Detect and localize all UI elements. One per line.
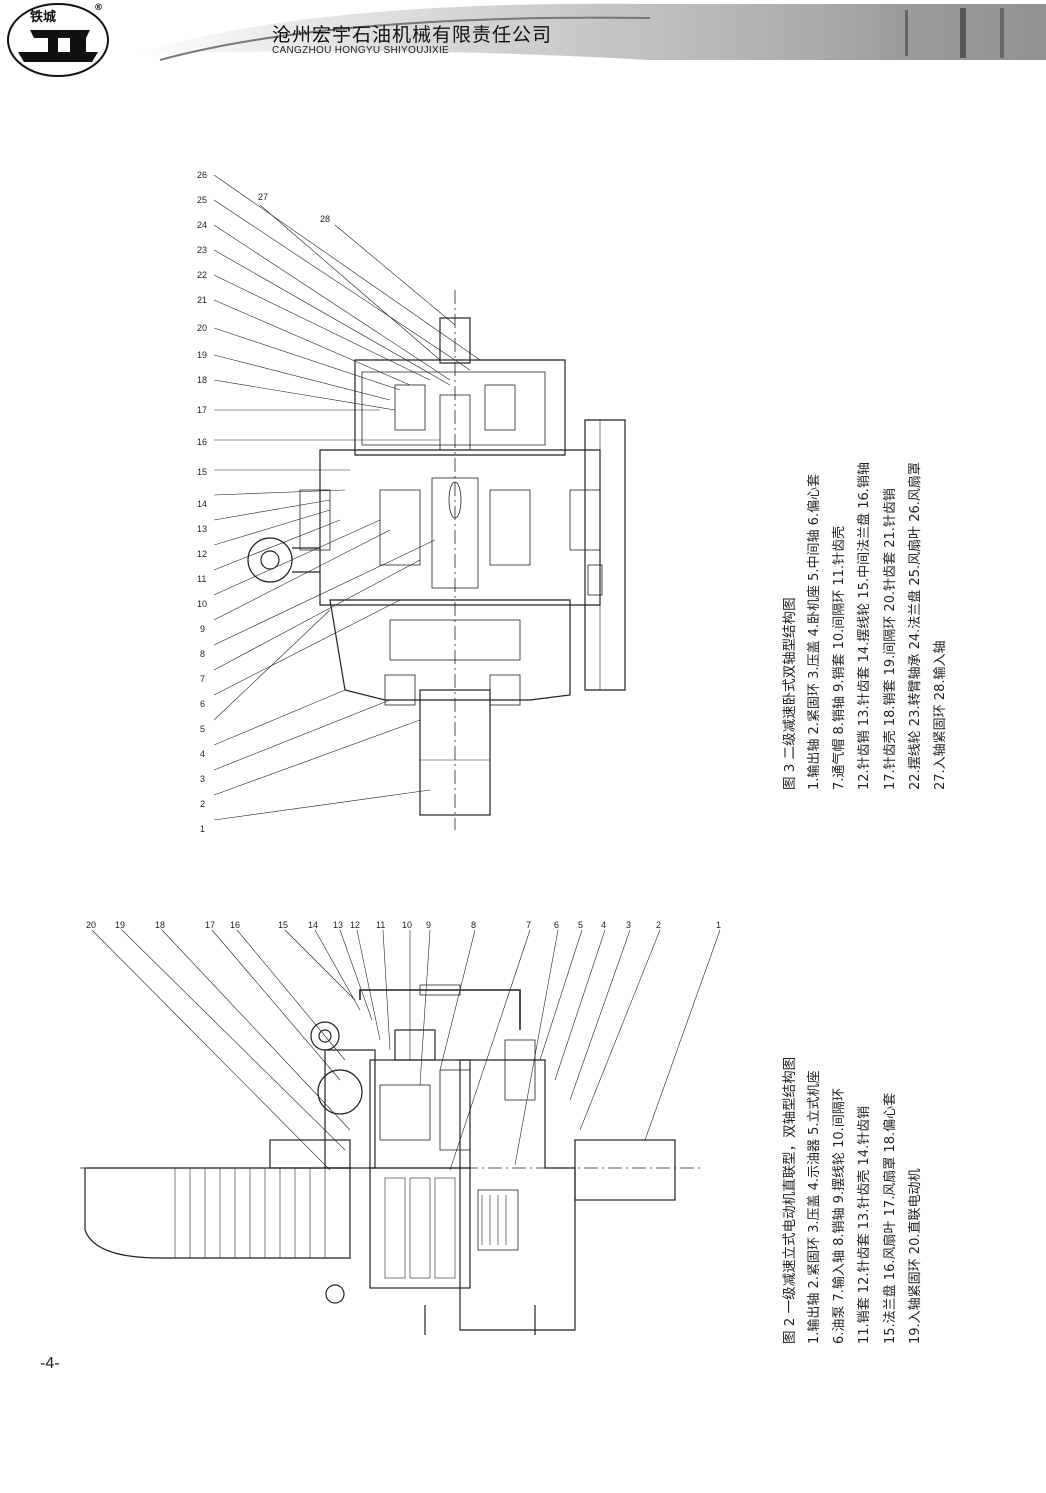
figure3-legend-line: 22.摆线轮 23.转臂轴承 24.法兰盘 25.风扇叶 26.风扇罩 <box>908 462 923 790</box>
figure2-legend-line: 11.销套 12.针齿套 13.针齿壳 14.针齿销 <box>857 1105 872 1344</box>
fig2-callout: 16 <box>230 920 240 930</box>
figure2-legend-line: 1.输出轴 2.紧固环 3.压盖 4.示油器 5.立式机座 <box>807 1070 822 1344</box>
fig3-callout: 19 <box>197 350 207 360</box>
logo-text: 铁城® <box>30 2 104 25</box>
fig2-callout: 15 <box>278 920 288 930</box>
fig2-callout: 12 <box>350 920 360 930</box>
fig3-callout: 22 <box>197 270 207 280</box>
fig3-callout: 8 <box>200 649 205 659</box>
fig3-callout: 7 <box>200 674 205 684</box>
fig2-callout: 13 <box>333 920 343 930</box>
fig2-callout: 20 <box>86 920 96 930</box>
figure3-title: 图 3 二级减速卧式双轴型结构图 <box>782 597 798 790</box>
fig3-callout: 16 <box>197 437 207 447</box>
figure2-legend-line: 15.法兰盘 16.风扇叶 17.风扇罩 18.偏心套 <box>883 1092 898 1344</box>
company-name-en: CANGZHOU HONGYU SHIYOUJIXIE <box>272 45 450 56</box>
fig2-callout: 10 <box>402 920 412 930</box>
fig3-callout: 5 <box>200 724 205 734</box>
fig2-callout: 18 <box>155 920 165 930</box>
registered-mark: ® <box>94 2 104 13</box>
figure3-legend-line: 7.通气帽 8.销轴 9.销套 10.间隔环 11.针齿壳 <box>832 525 847 790</box>
fig3-callout: 24 <box>197 220 207 230</box>
fig3-callout: 26 <box>197 170 207 180</box>
fig2-callout: 19 <box>115 920 125 930</box>
fig3-callout: 18 <box>197 375 207 385</box>
fig3-callout: 9 <box>200 624 205 634</box>
fig2-callout: 2 <box>656 920 661 930</box>
figure2-callouts: 1 2 3 4 5 6 7 8 9 10 11 12 13 14 15 16 1… <box>86 920 721 930</box>
page-header: 铁城® 沧州宏宇石油机械有限责任公司 CANGZHOU HONGYU SHIYO… <box>0 0 1046 80</box>
fig3-callout: 13 <box>197 524 207 534</box>
fig3-callout: 27 <box>258 192 268 202</box>
fig2-callout: 11 <box>376 920 385 930</box>
fig3-callout: 20 <box>197 323 207 333</box>
page-number: -4- <box>40 1355 60 1372</box>
figure2-legend-line: 19.入轴紧固环 20.直联电动机 <box>908 1168 923 1344</box>
fig2-callout: 4 <box>601 920 606 930</box>
fig3-callout: 3 <box>200 774 205 784</box>
fig2-callout: 6 <box>554 920 559 930</box>
company-logo <box>7 3 109 77</box>
fig3-callout: 25 <box>197 195 207 205</box>
company-name-cn: 沧州宏宇石油机械有限责任公司 <box>272 24 553 46</box>
fig3-callout: 15 <box>197 467 207 477</box>
fig3-callout: 10 <box>197 599 207 609</box>
fig3-callout: 21 <box>197 295 207 305</box>
figure2-legend-line: 6.油泵 7.输入轴 8.销轴 9.摆线轮 10.间隔环 <box>832 1088 847 1344</box>
figure3-legend-line: 17.针齿壳 18.销套 19.间隔环 20.针齿套 21.针齿销 <box>883 488 898 790</box>
fig3-callout: 12 <box>197 549 207 559</box>
figure3-legend-line: 1.输出轴 2.紧固环 3.压盖 4.卧机座 5.中间轴 6.偏心套 <box>807 473 822 790</box>
fig3-callout: 23 <box>197 245 207 255</box>
fig2-callout: 14 <box>308 920 318 930</box>
figure3-legend-line: 27.入轴紧固环 28.输入轴 <box>933 640 948 790</box>
fig3-callout: 6 <box>200 699 205 709</box>
fig3-callout: 28 <box>320 214 330 224</box>
header-banner-graphic <box>130 3 1046 61</box>
fig2-callout: 17 <box>205 920 215 930</box>
figure3-legend-line: 12.针齿销 13.针齿套 14.摆线轮 15.中间法兰盘 16.销轴 <box>857 462 872 790</box>
figure3-callouts: 1 2 3 4 5 6 7 8 9 10 11 12 13 14 15 16 1… <box>197 170 330 834</box>
fig3-callout: 17 <box>197 405 207 415</box>
fig3-callout: 2 <box>200 799 205 809</box>
figure2-title: 图 2 一级减速立式电动机直联型，双轴型结构图 <box>782 1056 798 1344</box>
fig3-callout: 1 <box>200 824 205 834</box>
fig3-callout: 11 <box>197 574 206 584</box>
fig3-callout: 4 <box>200 749 205 759</box>
fig3-callout: 14 <box>197 499 207 509</box>
figure3-drawing <box>213 174 626 830</box>
fig2-callout: 9 <box>426 920 431 930</box>
fig2-callout: 3 <box>626 920 631 930</box>
figure2-drawing <box>80 929 721 1335</box>
fig2-callout: 8 <box>471 920 476 930</box>
fig2-callout: 1 <box>716 920 721 930</box>
fig2-callout: 7 <box>526 920 531 930</box>
fig2-callout: 5 <box>578 920 583 930</box>
